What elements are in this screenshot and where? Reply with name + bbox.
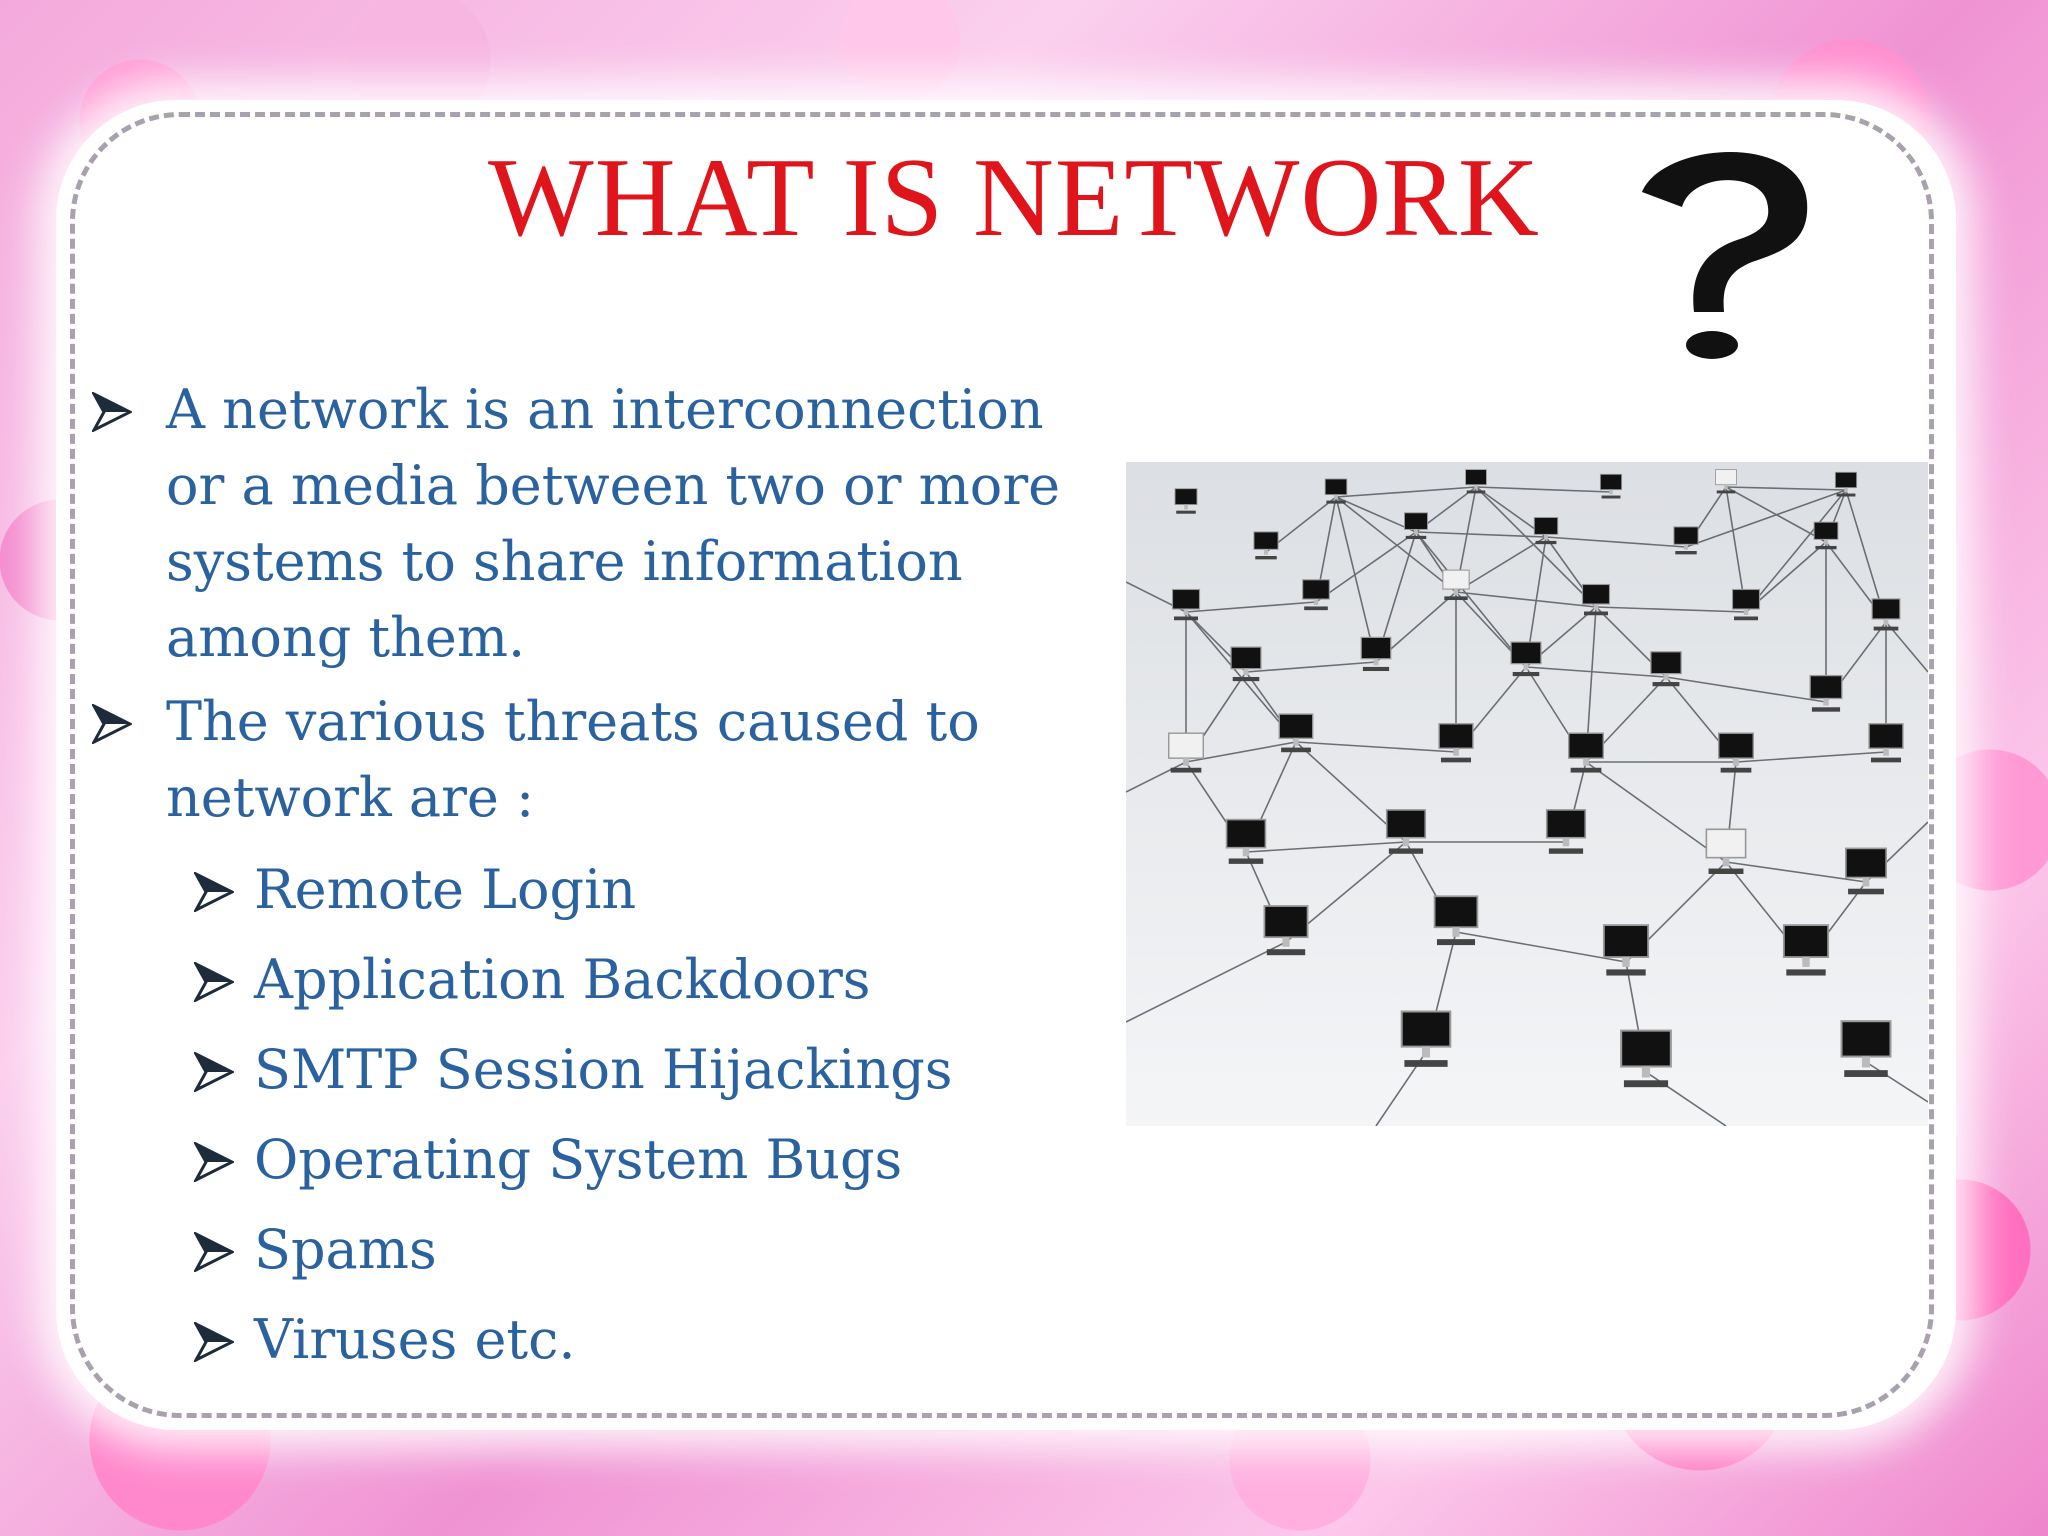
computer-node — [1650, 651, 1682, 687]
arrowhead-bullet-icon — [194, 1052, 234, 1092]
computer-node — [1545, 809, 1587, 854]
computer-node — [1174, 488, 1198, 514]
bullet-text: The various threats caused to network ar… — [166, 690, 980, 829]
computer-node — [1809, 674, 1843, 712]
computer-node — [1360, 636, 1392, 672]
threat-text: Operating System Bugs — [254, 1128, 903, 1191]
computer-node — [1533, 517, 1559, 545]
computer-node — [1813, 521, 1839, 550]
computer-node — [1253, 531, 1279, 560]
computer-node — [1840, 1020, 1892, 1077]
threat-item: SMTP Session Hijackings — [194, 1030, 1092, 1120]
computer-node — [1171, 588, 1201, 621]
computer-node — [1602, 924, 1650, 976]
bullet-item: The various threats caused to network ar… — [92, 684, 1092, 836]
computer-node — [1400, 1010, 1452, 1067]
computer-node — [1385, 809, 1427, 854]
computer-node — [1510, 641, 1542, 677]
computer-node — [1225, 818, 1267, 864]
arrowhead-bullet-icon — [194, 962, 234, 1002]
threat-list: Remote Login Application Backdoors SMTP … — [92, 850, 1092, 1390]
computer-node — [1599, 473, 1623, 499]
threat-item: Operating System Bugs — [194, 1120, 1092, 1210]
arrowhead-bullet-icon — [194, 1232, 234, 1272]
computer-node — [1324, 478, 1348, 504]
arrowhead-bullet-icon — [194, 872, 234, 912]
networked-computers-photo — [1126, 462, 1928, 1126]
computer-node — [1230, 646, 1262, 682]
computer-node — [1433, 895, 1479, 946]
computer-node — [1278, 713, 1314, 753]
computer-node — [1263, 905, 1309, 956]
threat-text: Remote Login — [254, 858, 637, 921]
computer-node — [1403, 512, 1429, 540]
computer-node — [1782, 924, 1830, 976]
computer-node — [1717, 732, 1755, 773]
computer-node — [1731, 588, 1761, 621]
threat-item: Remote Login — [194, 850, 1092, 940]
computer-node — [1673, 526, 1699, 555]
bullet-list: A network is an interconnection or a med… — [92, 372, 1092, 1390]
arrowhead-bullet-icon — [194, 1142, 234, 1182]
threat-text: Spams — [254, 1218, 437, 1281]
threat-text: Application Backdoors — [254, 948, 871, 1011]
computer-node — [1442, 569, 1470, 601]
computer-node — [1465, 469, 1487, 494]
slide-title: WHAT IS NETWORK — [488, 136, 1540, 260]
stitched-border — [70, 112, 1934, 1418]
computer-node — [1844, 847, 1888, 895]
bullet-text: A network is an interconnection or a med… — [166, 378, 1061, 669]
computer-node — [1620, 1029, 1672, 1088]
computer-node — [1871, 598, 1901, 631]
threat-item: Spams — [194, 1210, 1092, 1300]
bullet-item: A network is an interconnection or a med… — [92, 372, 1092, 676]
threat-item: Viruses etc. — [194, 1300, 1092, 1390]
arrowhead-bullet-icon — [194, 1322, 234, 1362]
computer-node — [1438, 723, 1474, 763]
computer-node — [1302, 579, 1330, 611]
computer-node — [1567, 732, 1605, 773]
question-mark-head-icon — [1642, 152, 1808, 359]
computer-node — [1581, 583, 1611, 616]
computer-node — [1167, 732, 1205, 773]
computer-node — [1834, 471, 1858, 497]
arrowhead-bullet-icon — [92, 704, 132, 744]
computer-node — [1705, 828, 1747, 874]
threat-item: Application Backdoors — [194, 940, 1092, 1030]
arrowhead-bullet-icon — [92, 392, 132, 432]
threat-text: Viruses etc. — [254, 1308, 576, 1371]
computer-node — [1868, 723, 1904, 763]
watermark-credit — [2030, 1503, 2036, 1524]
threat-text: SMTP Session Hijackings — [254, 1038, 953, 1101]
computer-node — [1715, 469, 1737, 494]
